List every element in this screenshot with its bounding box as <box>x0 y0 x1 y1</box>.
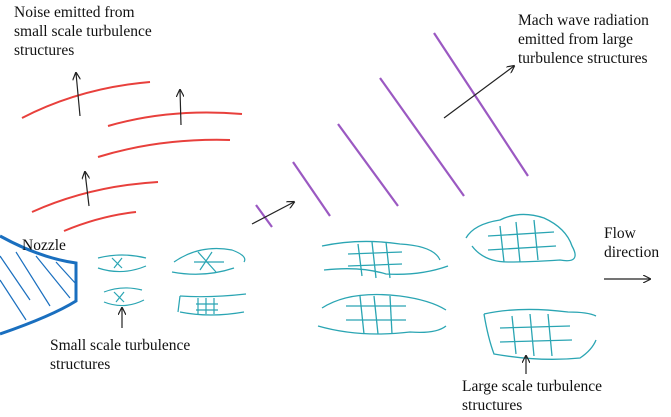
nozzle-label: Nozzle <box>22 237 66 254</box>
mach-wave <box>337 123 399 207</box>
red-wavefront <box>31 181 159 213</box>
small-scale-turbulence <box>97 247 247 316</box>
large-eddy <box>465 213 576 263</box>
large-scale-turbulence <box>317 213 597 360</box>
up-arrow <box>76 73 80 117</box>
label-pointer-arrows <box>122 279 650 374</box>
mach-wave-lines <box>255 32 529 228</box>
small-eddy <box>97 254 147 273</box>
mach-wave-label: Mach wave radiation emitted from large t… <box>518 12 653 67</box>
mach-wave <box>433 32 529 177</box>
small-eddy <box>171 247 246 275</box>
up-arrow <box>180 90 181 126</box>
mach-wave <box>379 77 465 197</box>
large-eddy <box>321 240 449 279</box>
small-scale-noise-arrows <box>76 73 181 207</box>
mach-arrow <box>251 202 294 225</box>
up-arrow <box>85 172 89 207</box>
red-wavefront <box>21 81 151 119</box>
mach-wave <box>292 161 331 217</box>
mach-arrow <box>443 66 514 119</box>
red-wavefront <box>97 138 231 158</box>
mach-wave-arrows <box>251 66 514 225</box>
small-eddy <box>177 293 247 316</box>
nozzle-hatching <box>0 251 77 321</box>
flow-direction-label: Flow direction <box>604 225 659 261</box>
nozzle-outline <box>0 234 78 336</box>
nozzle-shape <box>0 234 78 336</box>
large-eddy <box>317 293 447 335</box>
large-scale-label: Large scale turbulence structures <box>462 378 606 414</box>
mach-wave <box>255 204 273 228</box>
small-eddy <box>103 287 145 307</box>
small-scale-label: Small scale turbulence structures <box>50 337 194 373</box>
red-wavefront <box>63 211 137 232</box>
large-eddy <box>483 308 597 360</box>
red-wavefront <box>107 111 243 127</box>
small-scale-noise-wavefronts <box>21 81 243 232</box>
noise-small-label: Noise emitted from small scale turbulenc… <box>14 4 156 59</box>
